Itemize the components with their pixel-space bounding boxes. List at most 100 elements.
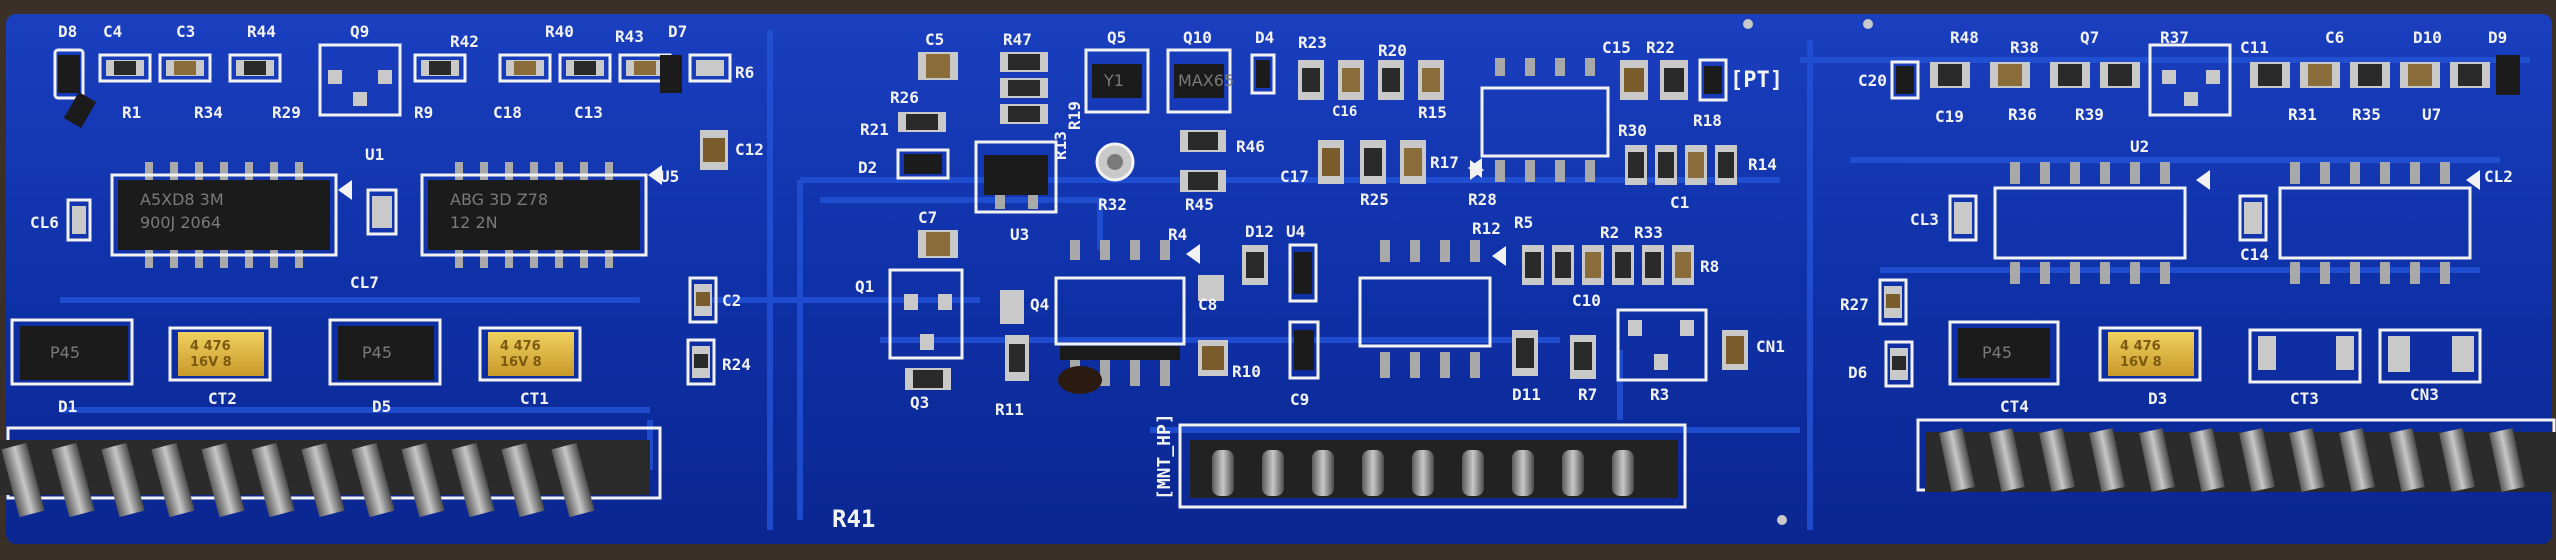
label-r6: R6 xyxy=(735,63,754,82)
label-c12: C12 xyxy=(735,140,764,159)
svg-text:4 476: 4 476 xyxy=(2120,339,2161,354)
label-r29: R29 xyxy=(272,103,301,122)
label-r17: R17 xyxy=(1430,153,1459,172)
label-c2: C2 xyxy=(722,291,741,310)
label-r14: C1 xyxy=(1670,193,1689,212)
label-r37: C11 xyxy=(2240,38,2269,57)
label-c15: C15 xyxy=(1602,38,1631,57)
label-ct3: CN3 xyxy=(2410,385,2439,404)
diode-d7 xyxy=(660,55,682,93)
label-cn1: [MNT_HP] xyxy=(1154,413,1175,500)
transistor-q1 xyxy=(1616,308,1708,382)
label-c20: C19 xyxy=(1935,107,1964,126)
label-d9: C20 xyxy=(1858,71,1887,90)
label-d12: U4 xyxy=(1286,222,1305,241)
label-r27: D6 xyxy=(1848,363,1867,382)
label-cl2: CL3 xyxy=(1910,210,1939,229)
ic-u4 xyxy=(1358,240,1506,378)
label-r23: R23 xyxy=(1298,33,1327,52)
label-c14: R27 xyxy=(1840,295,1869,314)
label-d6: CT4 xyxy=(2000,397,2029,416)
tantalum-ct2: 4 476 16V 8 xyxy=(168,326,272,382)
ic-u7 xyxy=(1993,162,2210,284)
label-q3: Q1 xyxy=(855,277,874,296)
label-c3: C3 xyxy=(176,22,195,41)
ic-u3 xyxy=(1054,240,1200,394)
label-c19: R36 xyxy=(2008,105,2037,124)
label-r10: R11 xyxy=(995,400,1024,419)
label-c18: C18 xyxy=(493,103,522,122)
label-c4: C4 xyxy=(103,22,122,41)
tantalum-ct1: 4 476 16V 8 xyxy=(478,326,582,382)
label-r25: R25 xyxy=(1360,190,1389,209)
label-r3: R7 xyxy=(1578,385,1597,404)
label-q10: Q10 xyxy=(1183,28,1212,47)
label-r30: R18 xyxy=(1693,111,1722,130)
svg-text:4 476: 4 476 xyxy=(500,339,541,354)
u5-marking-1: ABG 3D Z78 xyxy=(450,190,548,209)
label-q7: R37 xyxy=(2160,28,2189,47)
label-d7: D7 xyxy=(668,22,687,41)
label-r28: R30 xyxy=(1618,121,1647,140)
ic-u5: ABG 3D Z78 12 2N xyxy=(420,162,662,268)
svg-text:P45: P45 xyxy=(50,343,80,362)
label-r40: R40 xyxy=(545,22,574,41)
svg-text:16V 8: 16V 8 xyxy=(2120,355,2162,370)
label-r20: R20 xyxy=(1378,41,1407,60)
label-ct1: CT1 xyxy=(520,389,549,408)
diode-d6: P45 xyxy=(1948,320,2060,386)
u5-marking-2: 12 2N xyxy=(450,213,498,232)
label-c11: C6 xyxy=(2325,28,2344,47)
label-r44: R44 xyxy=(247,22,276,41)
label-ct4: D3 xyxy=(2148,389,2167,408)
label-d8: D8 xyxy=(58,22,77,41)
label-c17: C17 xyxy=(1280,167,1309,186)
label-r32: R32 xyxy=(1098,195,1127,214)
label-r2: R33 xyxy=(1634,223,1663,242)
label-r46: R46 xyxy=(1236,137,1265,156)
label-q1: R3 xyxy=(1650,385,1669,404)
label-u4: R12 xyxy=(1472,219,1501,238)
label-r31: R35 xyxy=(2352,105,2381,124)
label-r43: R43 xyxy=(615,27,644,46)
right-section: R48 R38 Q7 R37 C11 C6 D10 D9 C20 C19 R36… xyxy=(1840,28,2556,492)
svg-text:MAX65: MAX65 xyxy=(1178,71,1234,90)
label-c7: Q4 xyxy=(1030,295,1049,314)
label-q5: Q5 xyxy=(1107,28,1126,47)
label-r7: D11 xyxy=(1512,385,1541,404)
label-r1: R1 xyxy=(122,103,141,122)
svg-text:16V 8: 16V 8 xyxy=(190,355,232,370)
label-r38: Q7 xyxy=(2080,28,2099,47)
transistor-q5: Y1 xyxy=(1084,48,1150,114)
label-q9: Q9 xyxy=(350,22,369,41)
connector-cn3 xyxy=(1916,418,2556,492)
header-left xyxy=(0,440,650,518)
label-r41: R48 xyxy=(1950,28,1979,47)
label-r48: R38 xyxy=(2010,38,2039,57)
label-d4: D4 xyxy=(1255,28,1274,47)
label-d5: D5 xyxy=(372,397,391,416)
label-d2: D2 xyxy=(858,158,877,177)
svg-text:P45: P45 xyxy=(1982,343,2012,362)
label-r8: C10 xyxy=(1572,291,1601,310)
label-r12: R5 xyxy=(1514,213,1533,232)
label-cl7: CL7 xyxy=(350,273,379,292)
label-r15: R15 xyxy=(1418,103,1447,122)
label-r21: R21 xyxy=(860,120,889,139)
label-r39: R31 xyxy=(2288,105,2317,124)
diode-d1: P45 xyxy=(10,318,134,386)
svg-text:4 476: 4 476 xyxy=(190,339,231,354)
label-r24: R24 xyxy=(722,355,751,374)
ic-u1: A5XD8 3M 900J 2064 xyxy=(110,162,352,268)
label-r36: R39 xyxy=(2075,105,2104,124)
transistor-q10: MAX65 xyxy=(1166,48,1234,114)
label-c1: C7 xyxy=(918,208,937,227)
middle-section: C5 R47 Y1 Q5 MAX65 Q10 D4 R23 R20 xyxy=(832,28,1785,533)
svg-text:Y1: Y1 xyxy=(1103,71,1124,90)
label-ct2: CT2 xyxy=(208,389,237,408)
label-c6: D10 xyxy=(2413,28,2442,47)
label-d11: C9 xyxy=(1290,390,1309,409)
label-u5: U5 xyxy=(660,167,679,186)
label-r34: R34 xyxy=(194,103,223,122)
